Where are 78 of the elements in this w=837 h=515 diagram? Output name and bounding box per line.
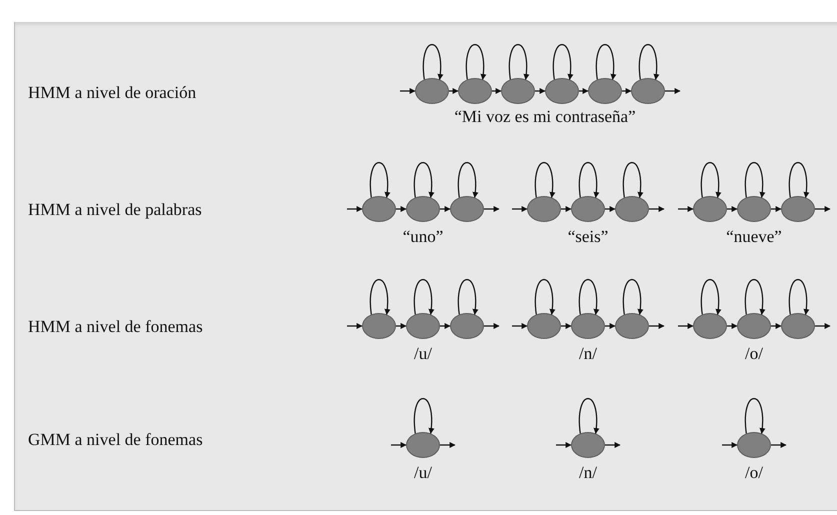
state-caption: /o/ — [745, 463, 763, 483]
arrow — [440, 323, 451, 329]
arrow — [815, 206, 831, 212]
arrow — [512, 323, 528, 329]
state-caption: “seis” — [568, 227, 608, 247]
self-loop-arrow — [578, 162, 600, 198]
self-loop-arrow — [622, 162, 644, 198]
self-loop-arrow — [596, 44, 616, 80]
arrow — [400, 88, 416, 94]
arrow — [535, 88, 546, 94]
arrow — [396, 323, 407, 329]
self-loop-arrow — [422, 44, 444, 80]
self-loop-arrow — [552, 44, 574, 80]
arrow — [771, 323, 782, 329]
arrow — [605, 323, 616, 329]
row-label: HMM a nivel de fonemas — [28, 317, 203, 337]
state-caption: “uno” — [402, 227, 444, 247]
self-loop-arrow — [744, 279, 766, 316]
self-loop-arrow — [414, 162, 434, 198]
arrow — [815, 323, 831, 329]
arrow — [727, 323, 738, 329]
state-caption: /n/ — [579, 463, 597, 483]
self-loop-arrow — [458, 279, 478, 316]
arrow — [722, 442, 738, 448]
self-loop-arrow — [414, 279, 434, 316]
arrow — [391, 442, 407, 448]
arrow — [492, 88, 502, 94]
self-loop-arrow — [700, 162, 722, 198]
self-loop-arrow — [534, 279, 556, 316]
row-label: GMM a nivel de fonemas — [28, 430, 203, 450]
arrow — [556, 442, 572, 448]
self-loop-arrow — [508, 44, 530, 80]
state-caption: /u/ — [414, 344, 432, 364]
arrow — [449, 88, 459, 94]
arrow — [771, 206, 782, 212]
arrow — [561, 206, 572, 212]
arrow — [727, 206, 738, 212]
self-loop-arrow — [744, 398, 766, 434]
arrow — [484, 323, 500, 329]
arrow — [484, 206, 500, 212]
self-loop-arrow — [370, 279, 390, 316]
self-loop-arrow — [578, 279, 600, 316]
arrow — [347, 323, 363, 329]
state-caption: /u/ — [414, 463, 432, 483]
arrow — [771, 442, 787, 448]
arrow — [678, 323, 694, 329]
self-loop-arrow — [370, 162, 390, 198]
self-loop-arrow — [744, 162, 766, 198]
self-loop-arrow — [622, 279, 644, 316]
self-loop-arrow — [458, 162, 478, 198]
arrow — [605, 442, 621, 448]
state-caption: “nueve” — [726, 227, 782, 247]
self-loop-arrow — [414, 398, 434, 434]
arrow — [605, 206, 616, 212]
state-caption: /n/ — [579, 344, 597, 364]
arrow — [440, 442, 456, 448]
self-loop-arrow — [788, 279, 810, 316]
arrow — [512, 206, 528, 212]
arrow — [678, 206, 694, 212]
row-label: HMM a nivel de oración — [28, 83, 196, 103]
arrow — [396, 206, 407, 212]
self-loop-arrow — [788, 162, 810, 198]
arrow — [347, 206, 363, 212]
self-loop-arrow — [534, 162, 556, 198]
arrow — [579, 88, 589, 94]
row-label: HMM a nivel de palabras — [28, 200, 202, 220]
self-loop-arrow — [638, 44, 660, 80]
arrow — [649, 206, 665, 212]
state-caption: /o/ — [745, 344, 763, 364]
arrow — [440, 206, 451, 212]
self-loop-arrow — [466, 44, 486, 80]
arrow — [665, 88, 681, 94]
self-loop-arrow — [700, 279, 722, 316]
arrow — [622, 88, 632, 94]
self-loop-arrow — [578, 398, 600, 434]
arrow — [561, 323, 572, 329]
state-caption: “Mi voz es mi contraseña” — [454, 107, 636, 127]
arrow — [649, 323, 665, 329]
